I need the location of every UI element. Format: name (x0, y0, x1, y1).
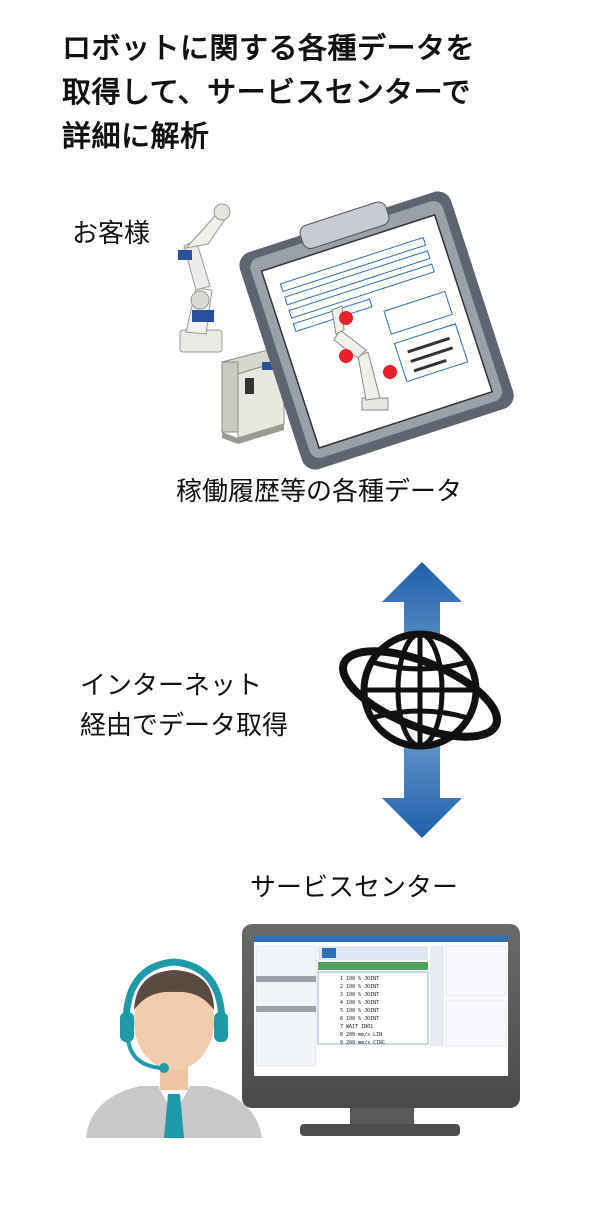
svg-text:5 100 % JOINT: 5 100 % JOINT (340, 1008, 379, 1014)
marker-dot (383, 365, 397, 379)
svg-text:7 WAIT IN01: 7 WAIT IN01 (340, 1024, 373, 1030)
marker-dot (339, 311, 353, 325)
svg-text:9 200 mm/s CIRC: 9 200 mm/s CIRC (340, 1040, 385, 1046)
svg-text:4 100 % JOINT: 4 100 % JOINT (340, 1000, 379, 1006)
customer-label: お客様 (72, 219, 151, 249)
monitor-icon: 1 100 % JOINT 2 100 % JOINT 3 100 % JOIN… (242, 924, 520, 1136)
operation-data-label: 稼働履歴等の各種データ (176, 477, 463, 507)
robot-arm-icon (178, 203, 231, 353)
svg-text:1 100 % JOINT: 1 100 % JOINT (340, 976, 379, 982)
svg-text:8 200 mm/s LIN: 8 200 mm/s LIN (340, 1032, 382, 1038)
marker-dot (339, 349, 353, 363)
globe-icon (339, 630, 501, 750)
service-center-label: サービスセンター (250, 873, 459, 903)
svg-text:2 100 % JOINT: 2 100 % JOINT (340, 984, 379, 990)
clipboard-icon (239, 191, 514, 470)
internet-label: インターネット 経由でデータ取得 (80, 671, 289, 741)
svg-text:6 100 % JOINT: 6 100 % JOINT (340, 1016, 379, 1022)
page-title: ロボットに関する各種データを 取得して、サービスセンターで 詳細に解析 (62, 31, 476, 153)
operator-icon (86, 958, 262, 1138)
svg-text:3 100 % JOINT: 3 100 % JOINT (340, 992, 379, 998)
controller-cabinet-icon (220, 349, 286, 444)
